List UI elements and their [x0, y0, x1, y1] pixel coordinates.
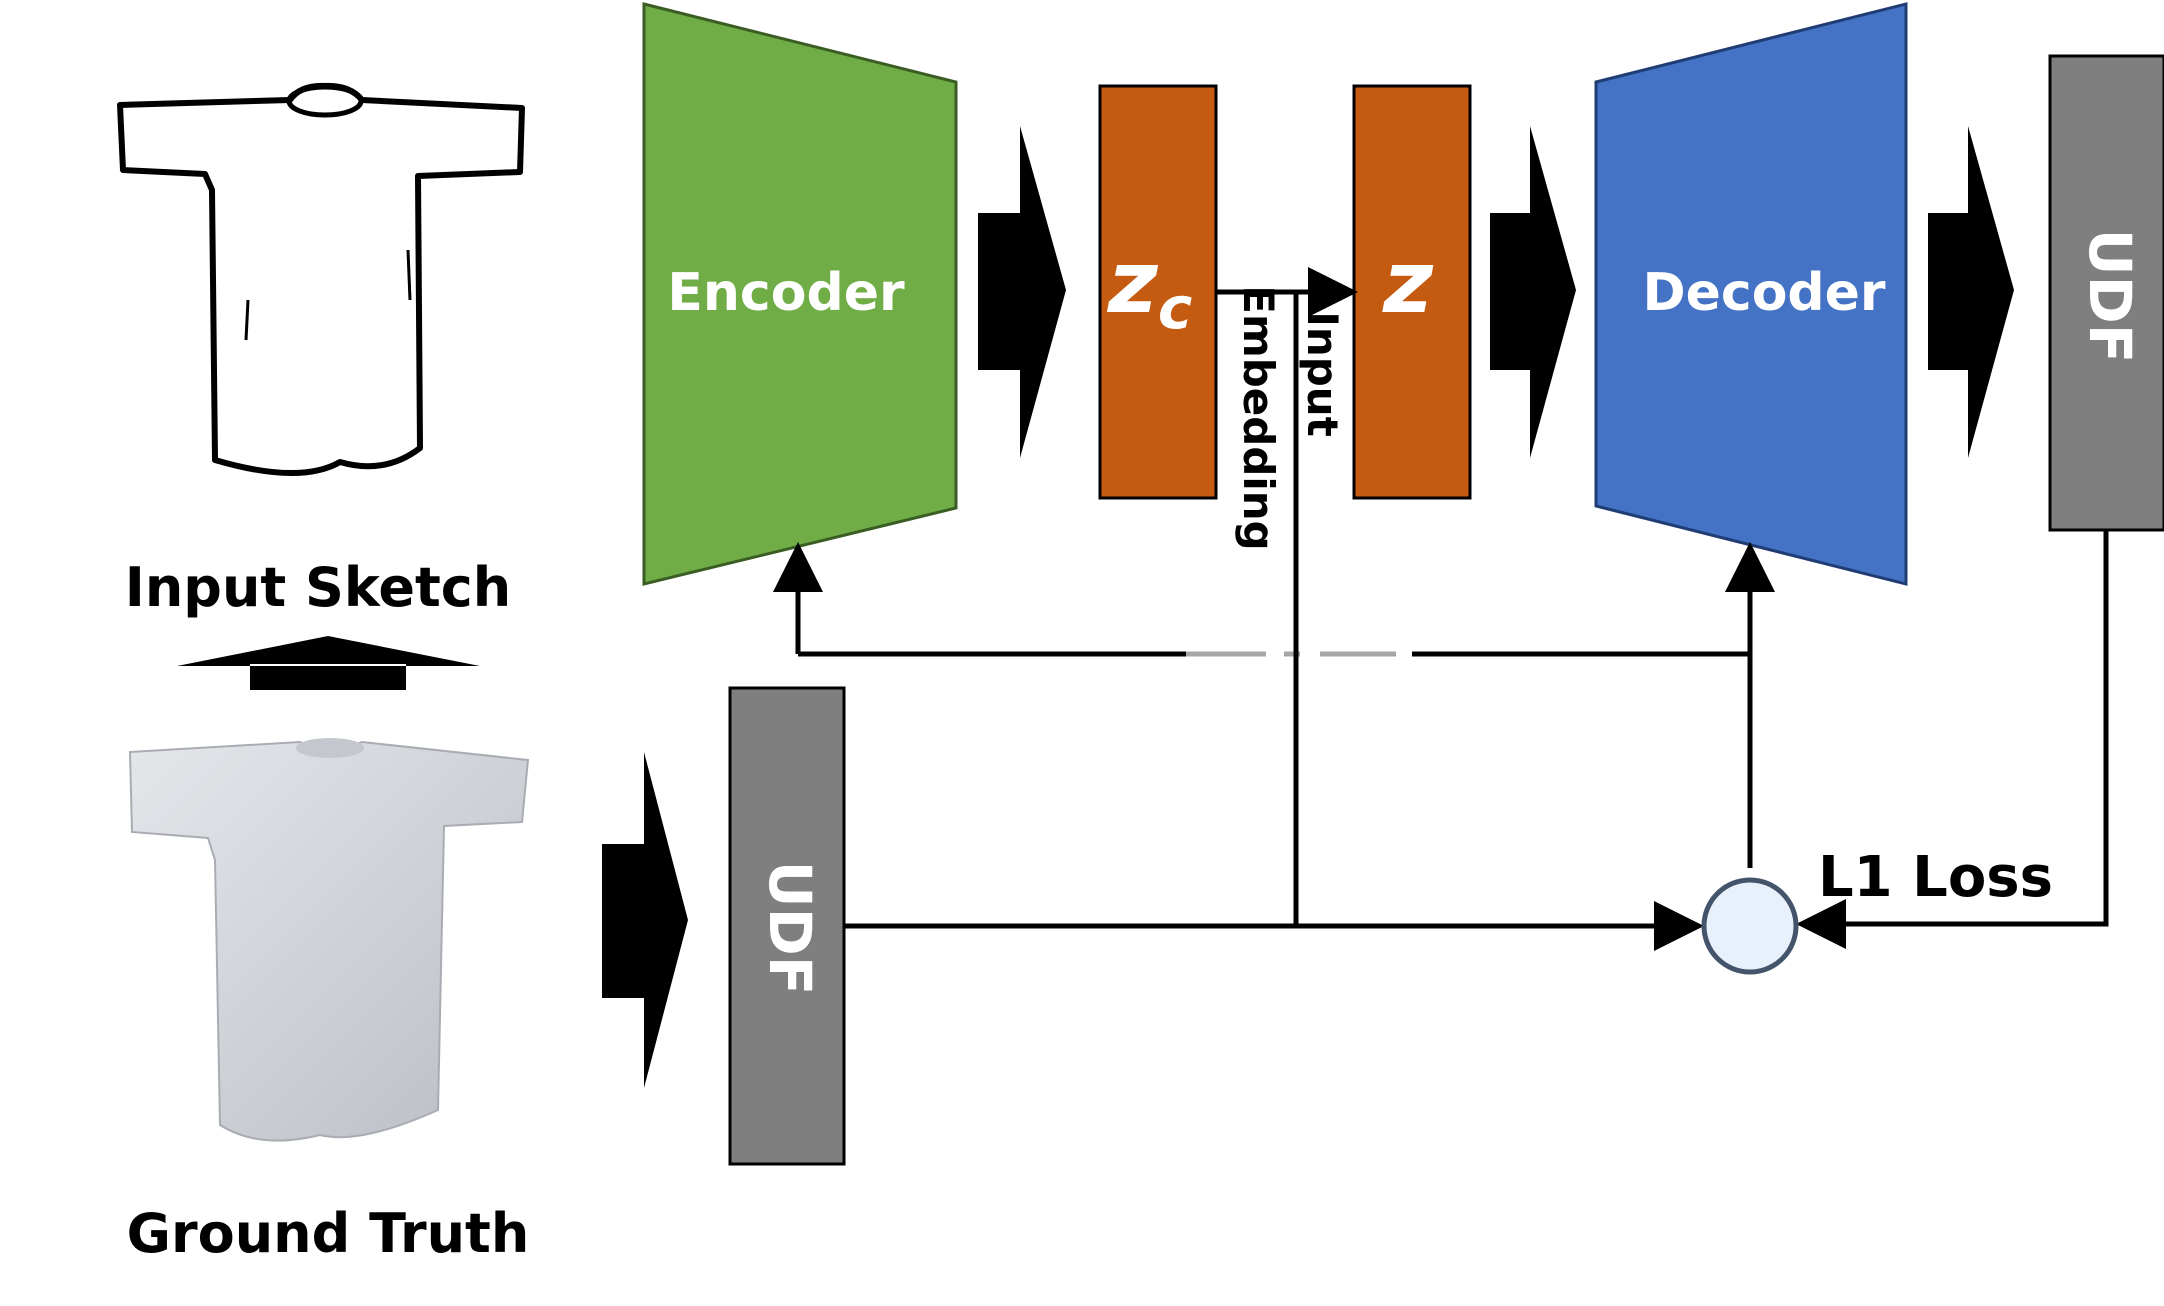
- encoder-out-arrow-icon: [978, 126, 1066, 458]
- l1-loss-label: L1 Loss: [1818, 845, 2053, 910]
- input-sketch-drawing: [117, 82, 525, 476]
- udf-output-to-loss-connector: [1796, 530, 2109, 949]
- input-embedding-label-line1: Input: [1298, 311, 1347, 437]
- input-embedding-label-line2: Embedding: [1234, 285, 1283, 551]
- zc-label-sub: c: [1158, 274, 1192, 342]
- udf-input-block: [728, 686, 846, 1166]
- z-latent-block: [1352, 84, 1472, 500]
- udf-input-label: UDF: [756, 861, 824, 996]
- ground-truth-shirt: [128, 738, 530, 1142]
- input-sketch-label: Input Sketch: [125, 556, 512, 619]
- encoder-label: Encoder: [667, 263, 905, 323]
- decoder-block: [1594, 2, 1908, 586]
- encoder-block: [642, 2, 958, 586]
- z-label: z: [1382, 233, 1434, 333]
- zc-latent-block: [1098, 84, 1218, 500]
- zc-label-main: z: [1107, 233, 1159, 333]
- zc-label: zc: [1107, 233, 1192, 342]
- l1-loss-node: [1701, 877, 1799, 975]
- decoder-out-arrow-icon: [1928, 126, 2014, 458]
- ground-truth-label: Ground Truth: [127, 1202, 530, 1265]
- up-arrow-icon: [177, 636, 480, 690]
- udf-output-label: UDF: [2076, 229, 2144, 364]
- gt-to-udf-arrow-icon: [602, 752, 688, 1088]
- decoder-label: Decoder: [1642, 263, 1885, 323]
- z-out-arrow-icon: [1490, 126, 1576, 458]
